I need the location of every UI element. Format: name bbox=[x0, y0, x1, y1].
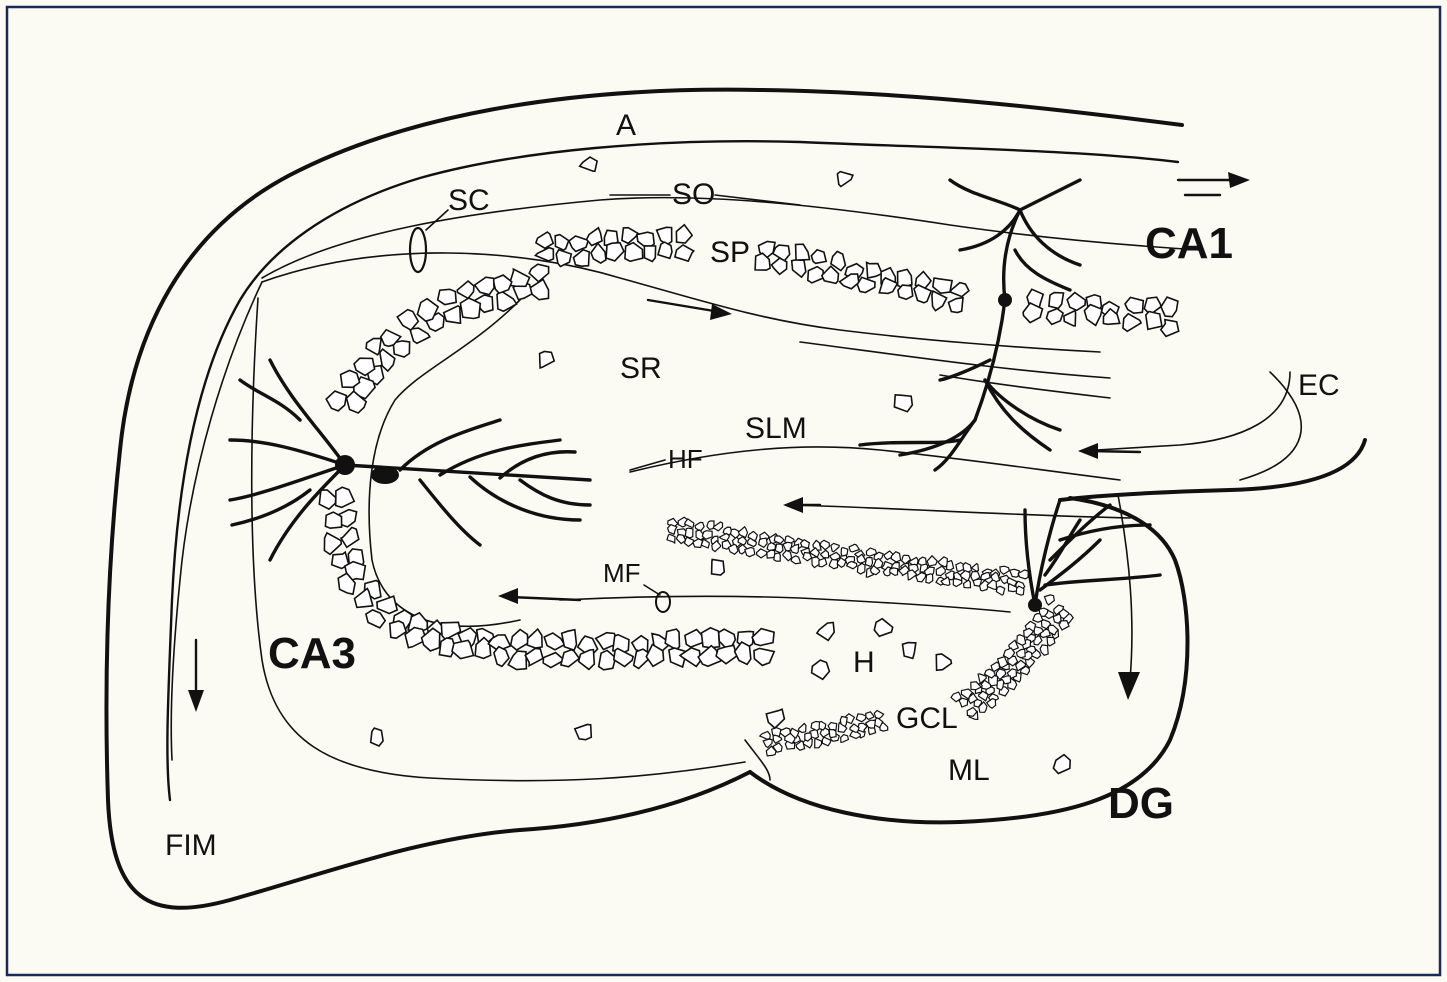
label-mossy-fiber: MF bbox=[603, 558, 641, 588]
label-dentate-gyrus: DG bbox=[1108, 779, 1174, 828]
label-stratum-oriens: SO bbox=[672, 178, 715, 211]
label-granule-cell-layer: GCL bbox=[896, 702, 958, 735]
cell-body bbox=[438, 289, 457, 304]
cell-body bbox=[865, 558, 872, 567]
cell-body bbox=[1017, 635, 1026, 646]
cell-body bbox=[745, 548, 755, 557]
cell-body bbox=[898, 285, 913, 299]
label-stratum-pyramidale: SP bbox=[710, 236, 750, 269]
cell-body bbox=[767, 543, 775, 551]
label-hilus: H bbox=[853, 646, 875, 679]
cell-body bbox=[325, 512, 341, 528]
label-ca1: CA1 bbox=[1145, 219, 1233, 268]
label-alveus: A bbox=[616, 109, 636, 142]
cell-body bbox=[947, 561, 954, 571]
cell-body bbox=[701, 628, 719, 648]
label-schaffer-collateral: SC bbox=[448, 184, 490, 217]
cell-body bbox=[712, 559, 725, 575]
label-hippocampal-fissure: HF bbox=[668, 444, 703, 474]
cell-body bbox=[774, 553, 781, 561]
cell-body bbox=[772, 727, 781, 736]
cell-body bbox=[341, 370, 360, 387]
label-entorhinal-cortex: EC bbox=[1298, 369, 1340, 402]
cell-body bbox=[828, 723, 837, 731]
cell-body bbox=[644, 246, 655, 262]
cell-body bbox=[562, 630, 577, 650]
label-stratum-radiatum: SR bbox=[620, 352, 662, 385]
cell-body bbox=[658, 242, 672, 258]
cell-body bbox=[775, 544, 783, 553]
label-stratum-lacunosum-moleculare: SLM bbox=[745, 412, 807, 445]
cell-body bbox=[685, 528, 693, 538]
cell-body bbox=[903, 643, 916, 659]
cell-body bbox=[926, 574, 933, 583]
label-ca3: CA3 bbox=[268, 629, 356, 678]
label-molecular-layer: ML bbox=[948, 754, 990, 787]
label-fimbria: FIM bbox=[165, 829, 217, 862]
cell-body bbox=[1146, 312, 1162, 330]
cell-body bbox=[702, 531, 712, 540]
cell-body bbox=[371, 728, 383, 746]
